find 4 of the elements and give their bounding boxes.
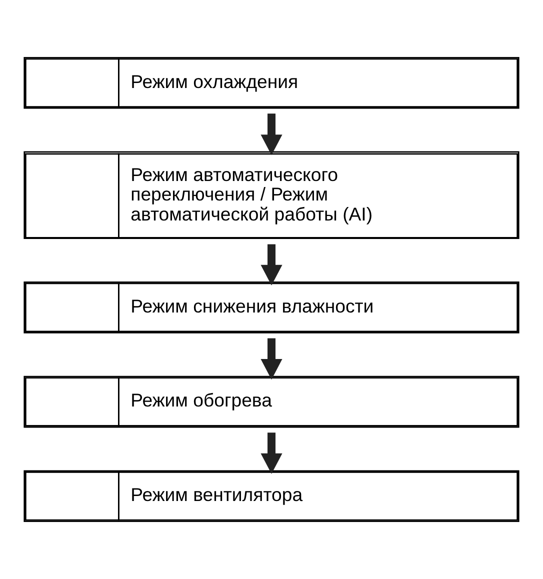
arrow	[260, 338, 282, 380]
arrow	[260, 114, 282, 156]
arrow	[260, 432, 282, 474]
arrow	[260, 244, 282, 286]
